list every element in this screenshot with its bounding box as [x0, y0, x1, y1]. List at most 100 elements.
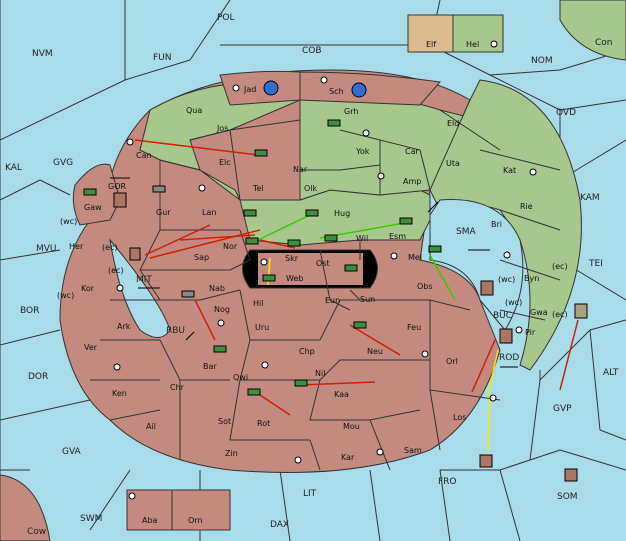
fleet-units[interactable] [113, 185, 588, 482]
sea-som: SOM [557, 492, 578, 502]
sea-gor: GOR [108, 182, 126, 191]
land-sap: Sap [194, 253, 209, 262]
sea-cob: COB [302, 46, 322, 56]
land-pir: Pir [525, 328, 536, 337]
land-nab: Nab [209, 284, 225, 293]
coast-label: (wc) [505, 298, 522, 307]
land-uta: Uta [446, 159, 460, 168]
land-olk: Olk [304, 184, 318, 193]
land-kaa: Kaa [334, 390, 349, 399]
land-ark: Ark [117, 322, 131, 331]
sea-kal: KAL [5, 163, 22, 173]
land-los: Los [453, 413, 466, 422]
land-rie: Rie [520, 202, 533, 211]
land-gaw: Gaw [84, 203, 102, 212]
land-kar: Kar [341, 453, 355, 462]
move-orders [134, 139, 579, 416]
land-sot: Sot [218, 417, 231, 426]
sea-dax: DAX [270, 520, 289, 530]
sea-mvu: MVU [36, 244, 57, 254]
land-chp: Chp [299, 347, 315, 356]
land-zin: Zin [225, 449, 238, 458]
land-ost: Ost [316, 259, 330, 268]
land-cow: Cow [27, 527, 46, 537]
land-yok: Yok [355, 147, 370, 156]
sea-pol: POL [217, 13, 235, 23]
land-byn: Byn [524, 274, 539, 283]
land-car: Car [405, 147, 419, 156]
land-con: Con [595, 38, 613, 48]
land-kat: Kat [503, 166, 516, 175]
coast-label: (ec) [552, 310, 568, 319]
land-sam: Sam [404, 446, 422, 455]
land-tel: Tel [252, 184, 264, 193]
coast-label: (ec) [102, 243, 118, 252]
land-mel: Mel [408, 253, 422, 262]
land-nil: Nil [315, 369, 325, 378]
land-orl: Orl [446, 357, 458, 366]
sea-swm: SWM [80, 514, 102, 524]
land-ken: Ken [112, 389, 127, 398]
land-nar: Nar [293, 165, 308, 174]
legend-elf-label: Elf [426, 40, 436, 49]
land-qwi: Qwi [233, 373, 248, 382]
land-neu: Neu [367, 347, 383, 356]
land-eld: Eld [447, 119, 459, 128]
land-her: Her [69, 242, 84, 251]
land-obs: Obs [417, 282, 433, 291]
land-lan: Lan [202, 208, 216, 217]
land-nor: Nor [223, 242, 238, 251]
sea-gvg: GVG [53, 158, 73, 168]
coast-label: (ec) [108, 266, 124, 275]
land-esm: Esm [389, 232, 406, 241]
land-web: Web [286, 274, 303, 283]
sea-gva: GVA [62, 447, 82, 457]
land-grh: Grh [344, 107, 358, 116]
land-elc: Elc [219, 158, 231, 167]
land-uru: Uru [255, 323, 269, 332]
sea-mit: MIT [136, 275, 152, 285]
sea-fro: FRO [438, 477, 457, 487]
land-mou: Mou [343, 422, 360, 431]
legend-hel-label: Hel [466, 40, 479, 49]
land-aba: Aba [142, 516, 158, 525]
land-bar: Bar [203, 362, 217, 371]
land-sch: Sch [329, 87, 344, 96]
supply-centres [113, 40, 537, 500]
land-jos: Jos [216, 124, 228, 133]
coast-label: (ec) [552, 262, 568, 271]
sea-alt: ALT [603, 368, 619, 378]
land-qua: Qua [186, 106, 202, 115]
land-hug: Hug [334, 209, 350, 218]
sea-rod: ROD [499, 353, 519, 363]
land-can: Can [136, 151, 152, 160]
land-amp: Amp [403, 177, 421, 186]
land-kor: Kor [81, 284, 95, 293]
sea-fun: FUN [153, 53, 172, 63]
coast-label: (wc) [60, 217, 77, 226]
army-units[interactable] [83, 80, 442, 396]
land-ver: Ver [84, 343, 98, 352]
sea-nom: NOM [531, 56, 553, 66]
land-orn: Orn [188, 516, 203, 525]
land-gur: Gur [156, 208, 171, 217]
land-ail: Ail [146, 422, 156, 431]
land-nog: Nog [214, 305, 230, 314]
sea-nvm: NVM [32, 49, 53, 59]
land-eun: Eun [325, 296, 340, 305]
land-hil: Hil [253, 299, 263, 308]
sea-tei: TEI [588, 259, 603, 269]
land-bri: Bri [491, 220, 502, 229]
land-rot: Rot [257, 419, 270, 428]
sea-rbu: RBU [166, 326, 185, 336]
sea-kam: KAM [580, 193, 600, 203]
coast-label: (wc) [57, 291, 74, 300]
sea-dor: DOR [28, 372, 48, 382]
sea-lit: LIT [303, 489, 317, 499]
land-gwa: Gwa [530, 308, 548, 317]
land-feu: Feu [407, 323, 421, 332]
land-sun: Sun [360, 295, 375, 304]
land-chr: Chr [170, 383, 185, 392]
